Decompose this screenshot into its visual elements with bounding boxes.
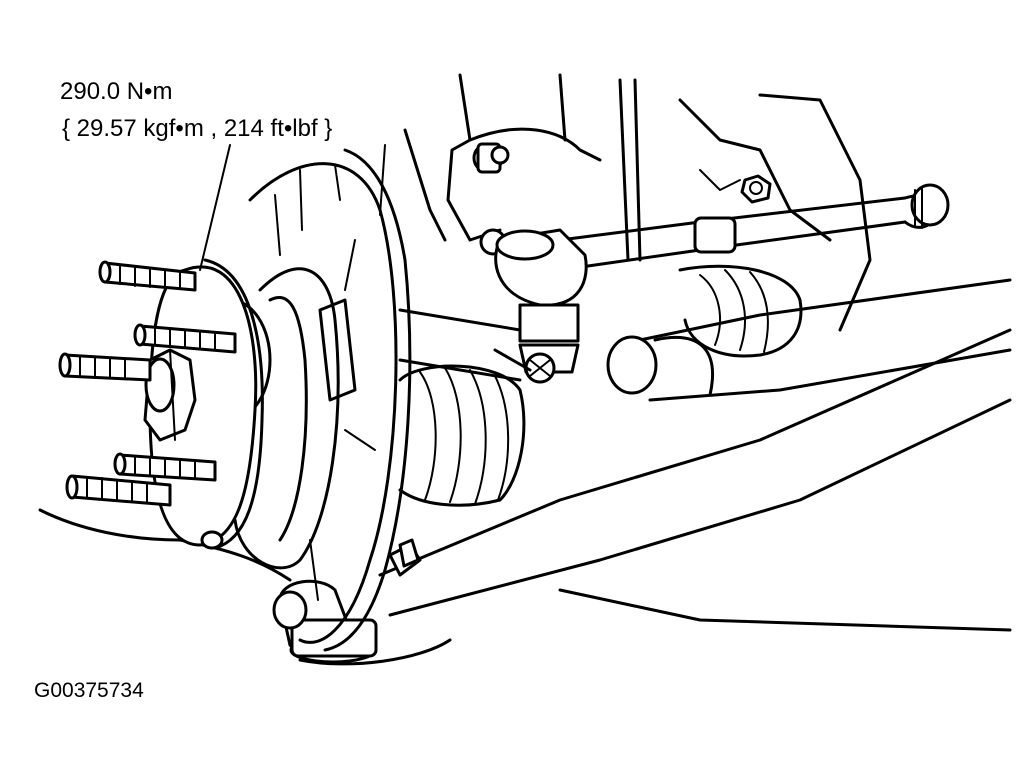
wheel-stud-lower bbox=[113, 452, 217, 482]
axle-nut bbox=[143, 348, 197, 442]
cv-boot-outer bbox=[398, 308, 526, 507]
wheel-stud-left bbox=[58, 352, 152, 382]
cv-boot-inner bbox=[678, 264, 803, 358]
brake-rotor bbox=[248, 148, 412, 652]
body-nut bbox=[740, 174, 772, 204]
upper-mount-nut bbox=[472, 142, 510, 174]
torque-value-label: 290.0 N•m bbox=[60, 78, 173, 105]
wheel-stud-bottom bbox=[65, 474, 172, 507]
strut-tower bbox=[403, 73, 872, 332]
figure-id-label: G00375734 bbox=[34, 679, 144, 702]
torque-conversion-label: { 29.57 kgf•m , 214 ft•lbf } bbox=[62, 115, 333, 142]
wheel-stud-upper bbox=[133, 323, 237, 354]
rotor-small-bolt bbox=[200, 530, 420, 568]
torque-leader-lines bbox=[199, 144, 386, 271]
lower-control-arm bbox=[38, 328, 1012, 666]
tie-rod-end bbox=[493, 228, 588, 384]
lower-ball-joint bbox=[272, 543, 422, 664]
drive-shaft bbox=[606, 278, 1012, 402]
wheel-stud-top bbox=[98, 260, 197, 292]
tie-rod bbox=[558, 183, 950, 272]
